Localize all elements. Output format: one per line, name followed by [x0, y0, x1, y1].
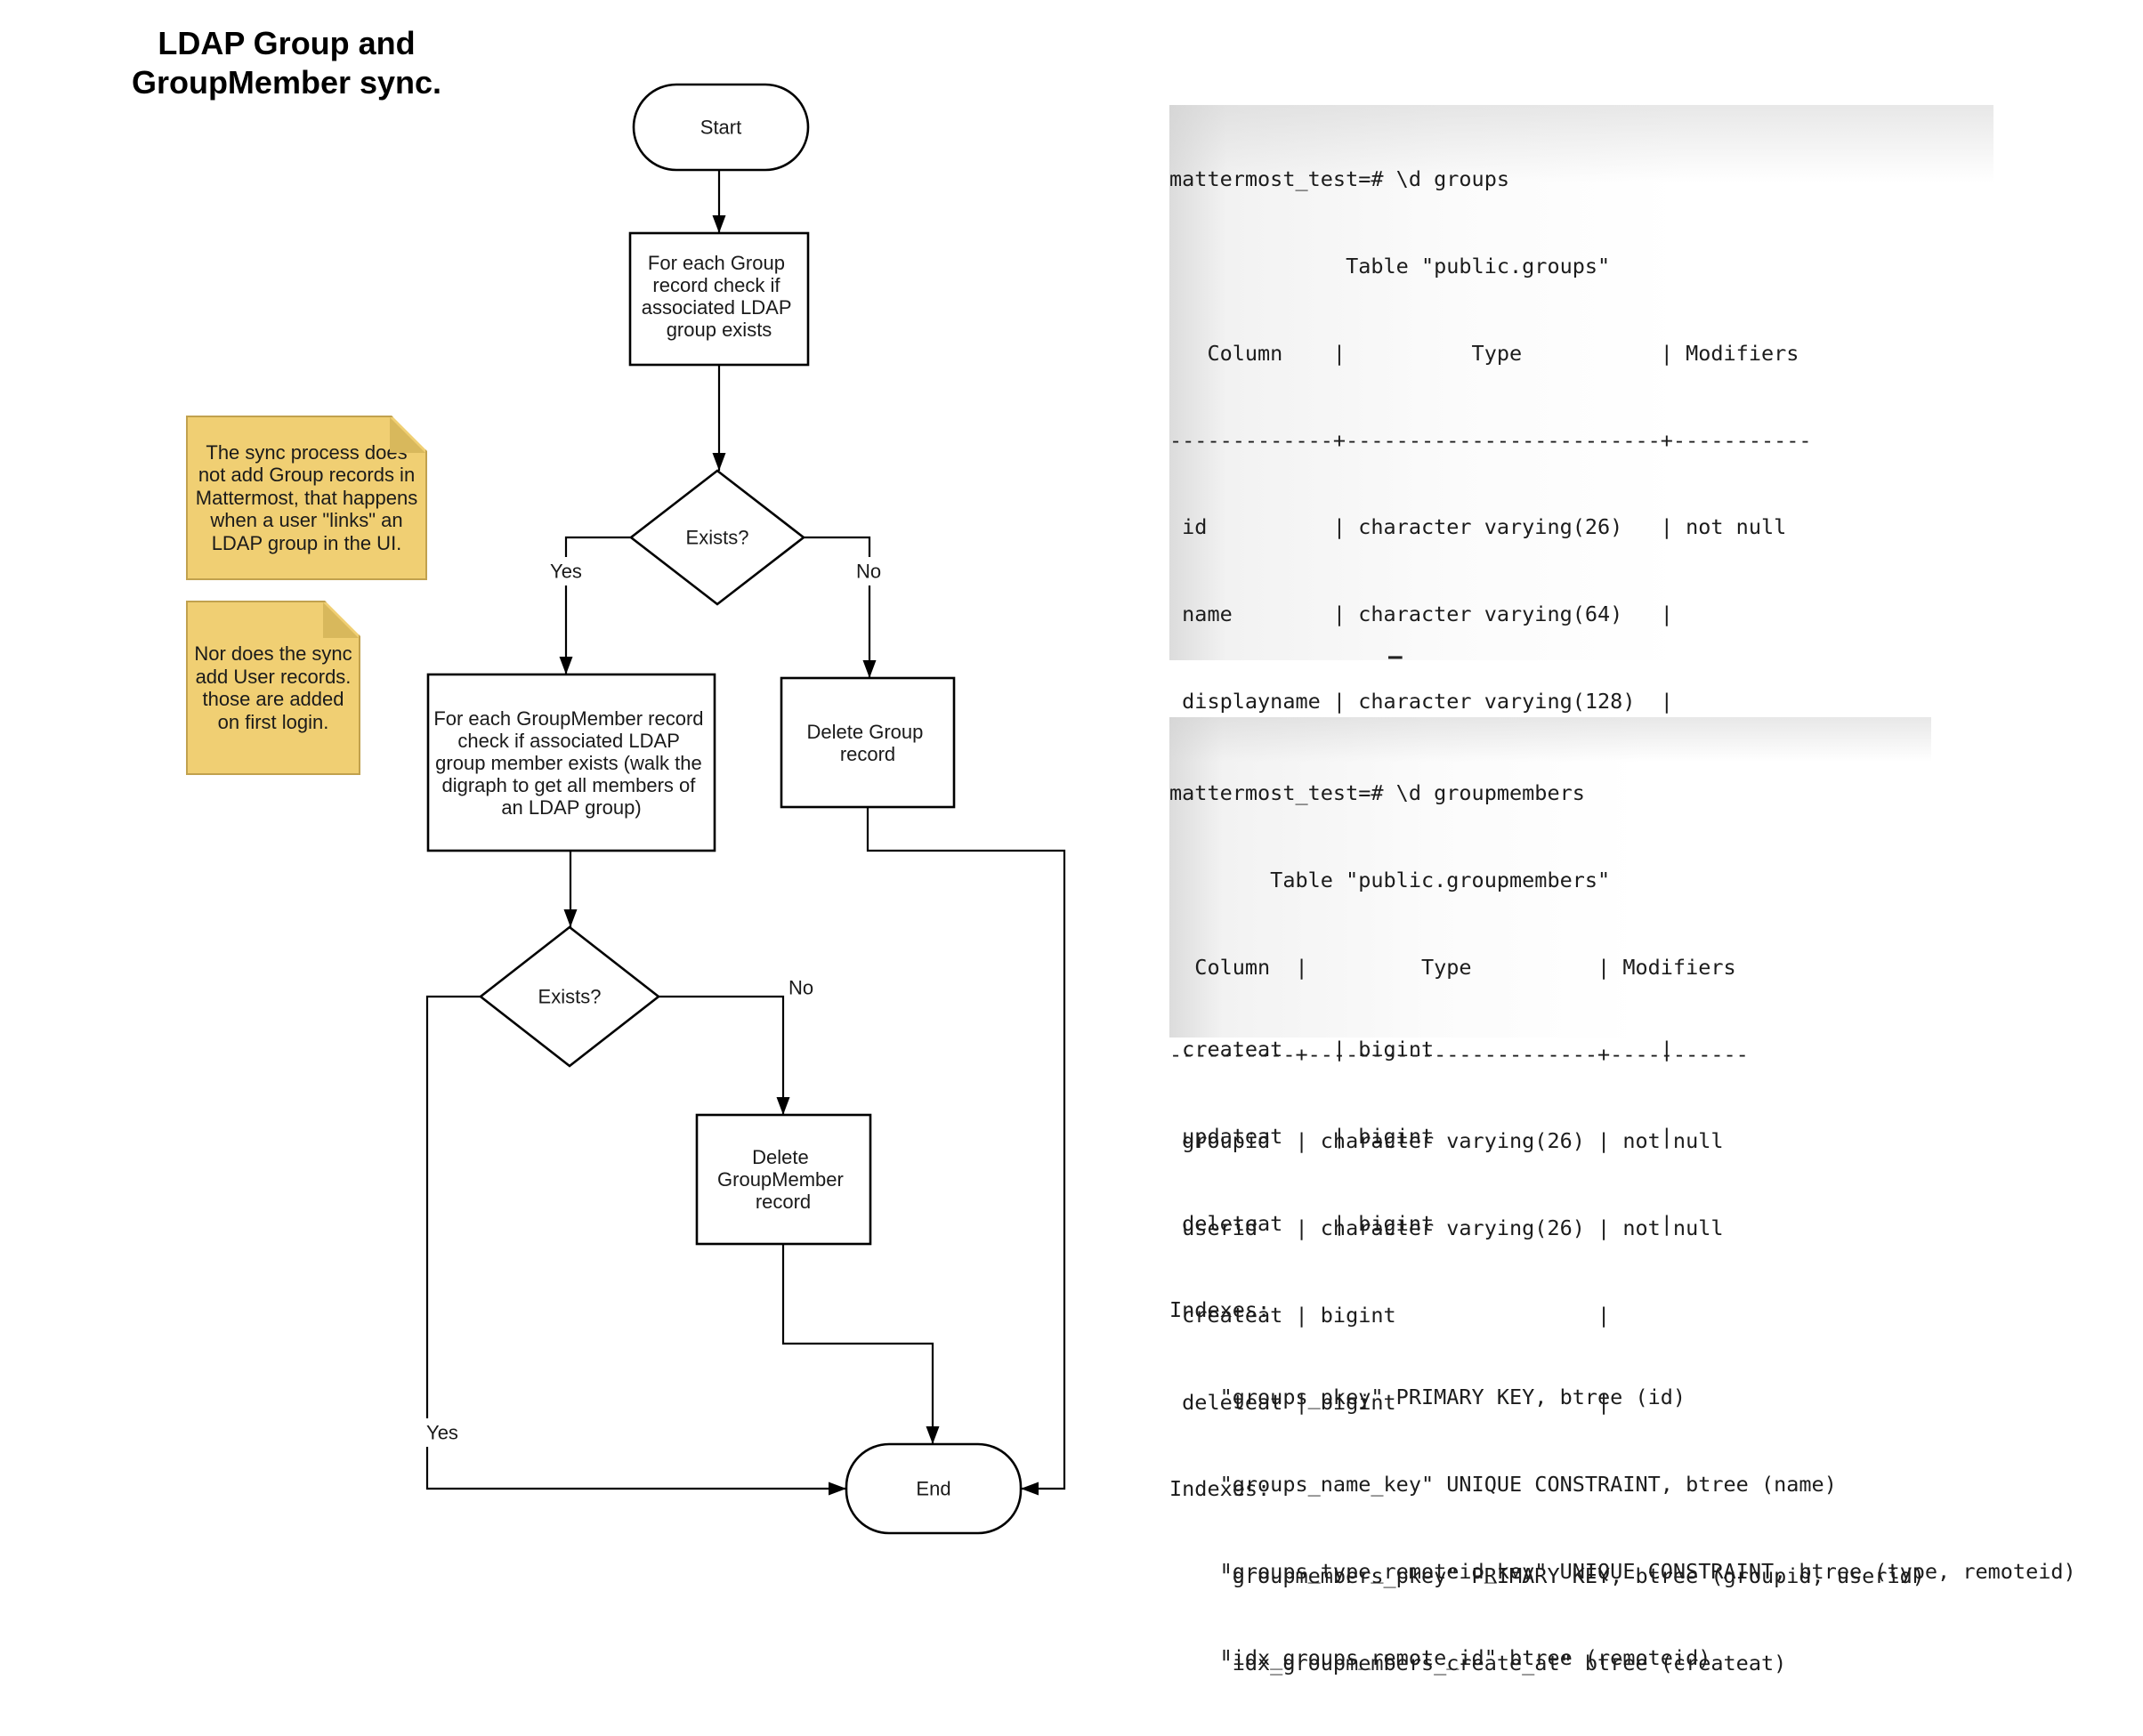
- edge-exists1-yes: [559, 536, 631, 674]
- sticky-note-sync-groups: The sync process does not add Group reco…: [186, 416, 427, 580]
- terminal-line: Indexes:: [1169, 1476, 1271, 1502]
- edge-delete-group-to-end: [866, 807, 1066, 1496]
- terminal-line: Column | Type | Modifiers: [1169, 954, 1736, 980]
- terminal-line: -------------+-------------------------+…: [1169, 427, 1812, 453]
- note-line: add User records.: [195, 665, 352, 688]
- terminal-line: mattermost_test=# \d groups: [1169, 166, 1510, 192]
- check-group-node: [628, 231, 810, 367]
- sticky-note-sync-users: Nor does the sync add User records. thos…: [186, 601, 360, 775]
- terminal-line: userid | character varying(26) | not nul…: [1169, 1215, 1724, 1241]
- terminal-line: ----------+-----------------------+-----…: [1169, 1041, 1749, 1067]
- page-title: LDAP Group and GroupMember sync.: [100, 24, 473, 102]
- page-title-line-1: LDAP Group and: [158, 25, 416, 61]
- note-line: those are added: [202, 688, 344, 710]
- check-groupmember-node: [426, 673, 716, 852]
- terminal-line: groupid | character varying(26) | not nu…: [1169, 1128, 1724, 1154]
- edge-delete-groupmember-to-end: [781, 1244, 940, 1444]
- edge-exists2-yes-to-end: [425, 995, 846, 1496]
- exists1-decision-node: [628, 469, 806, 606]
- note-line: Mattermost, that happens: [195, 486, 418, 509]
- start-label: Start: [700, 117, 741, 139]
- terminal-line: deleteat | bigint |: [1169, 1210, 1673, 1236]
- edge-label-bg: [851, 557, 888, 585]
- terminal-line: "groups_name_key" UNIQUE CONSTRAINT, btr…: [1169, 1471, 1837, 1497]
- start-node: [632, 83, 810, 172]
- edge-label-bg: [545, 557, 587, 585]
- terminal-line: Indexes:: [1169, 1297, 1271, 1323]
- terminal-groups-background: [1169, 105, 1993, 660]
- edge-label-yes1: Yes: [550, 561, 582, 583]
- end-label: End: [916, 1478, 950, 1500]
- terminal-line: "idx_groupmembers_create_at" btree (crea…: [1169, 1651, 1787, 1675]
- edge-exists1-no: [804, 536, 877, 678]
- delete-group-label: Delete Group record: [807, 721, 929, 765]
- note-line: not add Group records in: [198, 464, 416, 487]
- exists2-label: Exists?: [538, 986, 602, 1008]
- edge-exists2-no: [659, 995, 790, 1115]
- page-title-line-2: GroupMember sync.: [131, 64, 442, 101]
- delete-group-node: [780, 676, 956, 809]
- check-groupmember-label: For each GroupMember record check if ass…: [433, 707, 708, 819]
- terminal-line: id | character varying(26) | not null: [1169, 514, 1787, 540]
- note-line: on first login.: [217, 710, 329, 733]
- delete-groupmember-node: [695, 1113, 872, 1246]
- flowchart-canvas: Start For each Group record check if ass…: [421, 83, 1066, 1535]
- page: LDAP Group and GroupMember sync. Start: [100, 24, 2076, 1675]
- terminal-line: "groupmembers_pkey" PRIMARY KEY, btree (…: [1169, 1563, 1925, 1589]
- edge-label-yes2: Yes: [426, 1422, 458, 1444]
- note-line: LDAP group in the UI.: [211, 531, 402, 554]
- note-line: Nor does the sync: [194, 642, 352, 665]
- terminal-line: createat | bigint |: [1169, 1037, 1673, 1062]
- note-line: The sync process does: [206, 440, 408, 464]
- edge-label-bg: [421, 1418, 464, 1447]
- delete-groupmember-label: Delete GroupMember record: [717, 1146, 849, 1213]
- terminal-line: createat | bigint |: [1169, 1302, 1611, 1328]
- terminal-line: name | character varying(64) |: [1169, 602, 1673, 627]
- terminal-line: Table "public.groupmembers": [1169, 867, 1611, 892]
- end-node: [845, 1442, 1023, 1535]
- terminal-line: Column | Type | Modifiers: [1169, 340, 1799, 366]
- terminal-line: "groups_pkey" PRIMARY KEY, btree (id): [1169, 1385, 1686, 1410]
- terminal-line: updateat | bigint |: [1169, 1123, 1673, 1149]
- check-group-label: For each Group record check if associate…: [642, 252, 797, 341]
- exists2-decision-node: [478, 925, 661, 1068]
- cursor-dash: –: [1388, 643, 1403, 670]
- terminal-line: mattermost_test=# \d groupmembers: [1169, 780, 1585, 806]
- note-line: when a user "links" an: [210, 509, 403, 532]
- terminal-line: displayname | character varying(128) |: [1169, 688, 1673, 714]
- terminal-groupmembers-output: mattermost_test=# \d groupmembers Table …: [1169, 721, 1925, 1736]
- terminal-groupmembers-background: [1169, 717, 1931, 1038]
- edge-label-no2: No: [788, 977, 813, 999]
- terminal-line: deleteat | bigint |: [1169, 1389, 1611, 1415]
- edge-label-no1: No: [856, 561, 881, 583]
- exists1-label: Exists?: [686, 527, 749, 549]
- terminal-line: Table "public.groups": [1169, 253, 1611, 279]
